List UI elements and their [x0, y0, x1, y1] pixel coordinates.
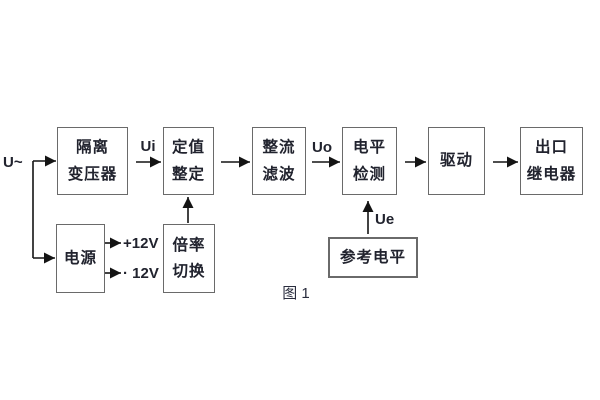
block-label-line2: 变压器	[67, 165, 118, 183]
block-isolation-transformer: 隔离 变压器	[57, 127, 128, 195]
block-output-relay: 出口 继电器	[520, 127, 583, 195]
block-label-line2: 切换	[172, 263, 206, 280]
signal-label-uo: Uo	[312, 139, 332, 156]
block-rectifier-filter: 整流 滤波	[252, 127, 306, 195]
signal-label-ue: Ue	[375, 211, 395, 228]
block-label-line1: 驱动	[439, 152, 473, 170]
block-drive: 驱动	[428, 127, 485, 195]
signal-label-input: U~	[3, 154, 23, 171]
block-label-line2: 滤波	[262, 165, 296, 183]
block-level-detection: 电平 检测	[342, 127, 397, 195]
block-power-supply: 电源	[56, 224, 105, 293]
block-label-line1: 参考电平	[339, 248, 406, 266]
block-label-line2: 继电器	[526, 165, 577, 183]
figure-caption: 图 1	[282, 285, 310, 302]
block-label-line1: 电平	[352, 139, 386, 156]
block-label-line1: 出口	[534, 139, 568, 156]
rail-label-pos12v: +12V	[123, 235, 159, 252]
block-ratio-switch: 倍率 切换	[163, 224, 215, 293]
block-reference-level: 参考电平	[328, 237, 418, 278]
block-label-line2: 检测	[352, 165, 386, 183]
rail-label-neg12v: · 12V	[123, 265, 159, 282]
block-label-line1: 定值	[171, 139, 205, 156]
block-label-line1: 隔离	[75, 139, 109, 156]
block-label-line2: 整定	[171, 165, 205, 183]
block-label-line1: 倍率	[172, 236, 206, 254]
signal-label-ui: Ui	[140, 138, 156, 155]
block-value-setting: 定值 整定	[163, 127, 214, 195]
block-label-line1: 整流	[262, 139, 296, 156]
block-label-line1: 电源	[63, 249, 97, 267]
